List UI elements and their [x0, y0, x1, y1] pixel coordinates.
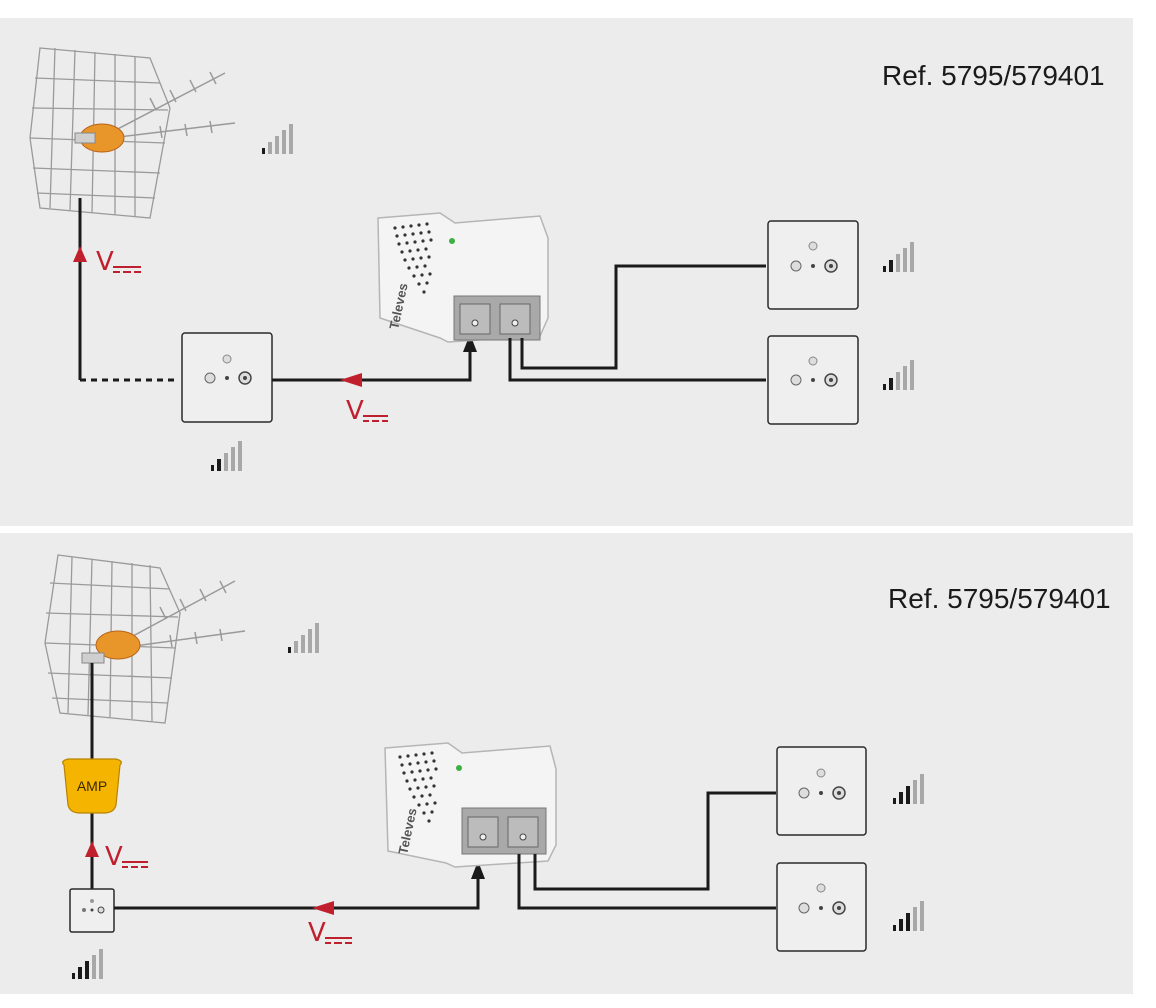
reference-label: Ref. 5795/579401: [888, 583, 1111, 614]
signal-strength-icon: [288, 623, 319, 653]
installation-diagram-top: V: [29, 47, 914, 471]
signal-strength-icon: [262, 124, 293, 154]
installation-diagram-bottom: AMP V: [44, 554, 924, 979]
amplifier-label: AMP: [77, 778, 107, 794]
amplifier-device: Televes: [384, 742, 557, 868]
signal-strength-icon: [893, 774, 924, 804]
voltage-label: V: [96, 247, 114, 277]
wall-socket: [776, 746, 867, 836]
mast-amplifier: AMP: [62, 758, 122, 814]
wall-socket: [767, 220, 859, 310]
arrow-left-icon: [312, 901, 334, 915]
voltage-label: V: [308, 918, 326, 948]
coax-cable: [508, 338, 766, 382]
diagram-panel-bottom: Ref. 5795/579401: [0, 533, 1133, 994]
coax-cable: [114, 875, 480, 910]
arrow-up-icon: [463, 334, 477, 352]
signal-strength-icon: [883, 242, 914, 272]
wall-socket: [767, 335, 859, 425]
signal-strength-icon: [211, 441, 242, 471]
voltage-label: V: [346, 396, 364, 426]
voltage-label: V: [105, 842, 123, 872]
wall-socket-small: [69, 888, 115, 933]
wall-socket: [181, 332, 273, 423]
wall-socket: [776, 862, 867, 952]
arrow-up-icon: [471, 861, 485, 879]
diagram-panel-top: Ref. 5795/579401: [0, 18, 1133, 526]
coax-cable: [272, 348, 472, 382]
arrow-left-icon: [340, 373, 362, 387]
coax-cable: [533, 791, 776, 891]
reference-label: Ref. 5795/579401: [882, 60, 1105, 91]
coax-cable: [517, 854, 776, 910]
coax-cable: [520, 264, 766, 370]
signal-strength-icon: [893, 901, 924, 931]
arrow-up-icon: [73, 246, 87, 262]
arrow-up-icon: [85, 841, 99, 857]
amplifier-device: Televes: [377, 212, 549, 343]
antenna-icon: [29, 47, 236, 219]
signal-strength-icon: [72, 949, 103, 979]
signal-strength-icon: [883, 360, 914, 390]
antenna-icon: [44, 554, 246, 724]
